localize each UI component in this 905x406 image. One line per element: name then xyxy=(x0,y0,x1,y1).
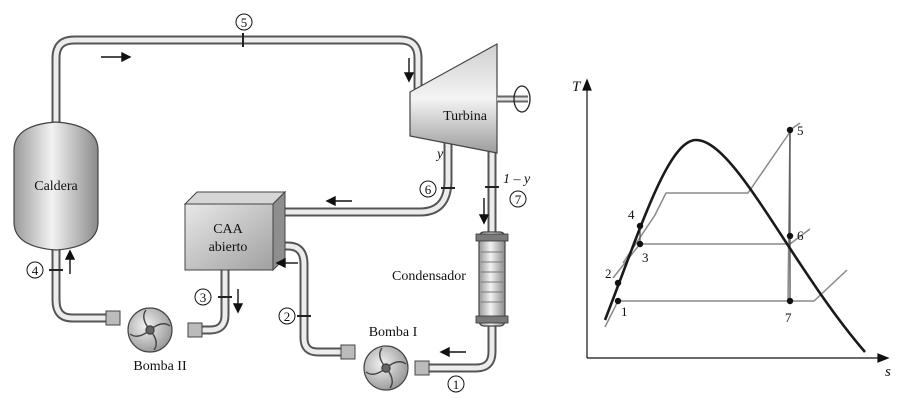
state-7-marker: 7 xyxy=(509,190,527,208)
saturation-dome xyxy=(603,138,866,353)
svg-text:6: 6 xyxy=(425,182,432,197)
ts-label-7: 7 xyxy=(785,310,792,325)
fwh-label-line1: CAA xyxy=(213,222,243,237)
ts-diagram: T s 1 2 3 4 5 6 7 xyxy=(572,78,891,380)
state-2-marker: 2 xyxy=(278,307,296,325)
ts-label-6: 6 xyxy=(797,228,804,243)
state-markers: 5 6 7 1 2 3 4 xyxy=(26,13,527,393)
ts-label-4: 4 xyxy=(628,207,635,222)
pump-ii[interactable]: Bomba II xyxy=(105,307,203,374)
pump-i-label: Bomba I xyxy=(369,325,418,340)
extraction-fraction-label: y xyxy=(435,147,444,162)
state-6-marker: 6 xyxy=(419,180,437,198)
state-4-marker: 4 xyxy=(26,261,44,279)
svg-text:2: 2 xyxy=(284,309,291,324)
impeller-icon xyxy=(365,347,407,389)
fwh-label-line2: abierto xyxy=(209,240,248,255)
condenser[interactable]: Condensador xyxy=(392,231,509,327)
svg-text:5: 5 xyxy=(241,15,248,30)
svg-text:1: 1 xyxy=(453,377,460,392)
state-point-labels: 1 2 3 4 5 6 7 xyxy=(605,123,804,325)
condenser-label: Condensador xyxy=(392,269,466,284)
pump-ii-label: Bomba II xyxy=(133,359,187,374)
s-axis-label: s xyxy=(885,364,891,380)
state-3-marker: 3 xyxy=(194,288,212,306)
svg-text:3: 3 xyxy=(200,290,207,305)
pump-i[interactable]: Bomba I xyxy=(340,325,430,391)
pipe-network xyxy=(51,35,497,373)
state-points xyxy=(614,126,794,305)
boiler-label: Caldera xyxy=(34,179,78,194)
impeller-icon xyxy=(129,309,171,351)
shaft-rotation-icon xyxy=(513,85,531,113)
ts-label-3: 3 xyxy=(642,250,649,265)
boiler[interactable]: Caldera xyxy=(13,121,99,251)
ts-label-1: 1 xyxy=(621,304,628,319)
turbine-label: Turbina xyxy=(443,109,488,124)
ts-label-2: 2 xyxy=(605,266,612,281)
t-axis-label: T xyxy=(572,79,582,95)
turbine[interactable]: Turbina xyxy=(409,42,531,154)
flow-arrows xyxy=(64,51,490,358)
axes xyxy=(582,78,890,363)
state-1-marker: 1 xyxy=(447,375,465,393)
open-feedwater-heater[interactable]: CAA abierto xyxy=(183,190,287,272)
svg-text:4: 4 xyxy=(32,263,39,278)
ts-label-5: 5 xyxy=(797,123,804,138)
condenser-fraction-label: 1 – y xyxy=(503,172,531,187)
pipe-fill xyxy=(53,37,495,371)
state-5-marker: 5 xyxy=(235,13,253,31)
svg-text:7: 7 xyxy=(515,192,522,207)
